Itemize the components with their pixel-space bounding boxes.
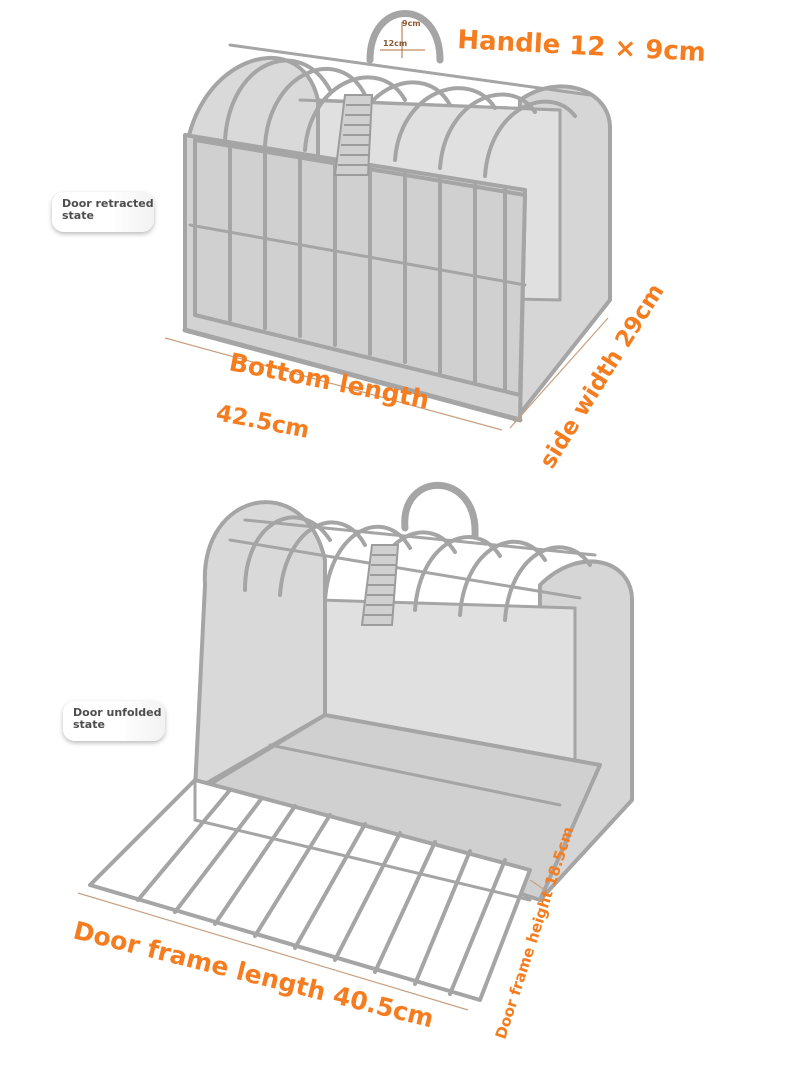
handle-bottom xyxy=(401,481,479,539)
door-retracted-tag-line2: state xyxy=(62,209,94,222)
side-width-line xyxy=(509,317,609,429)
door-retracted-tag-line1: Door retracted xyxy=(62,197,154,210)
handle-dimension-marks xyxy=(380,22,425,58)
handle xyxy=(366,10,444,64)
door-length-line xyxy=(77,892,469,1011)
bottom-length-value: 42.5cm xyxy=(214,400,312,444)
handle-height-value: 9cm xyxy=(402,19,421,28)
cage-door-retracted xyxy=(193,138,527,397)
door-unfolded-tag-line1: Door unfolded xyxy=(73,706,162,719)
door-height-line xyxy=(529,879,549,893)
handle-width-value: 12cm xyxy=(383,39,407,48)
door-unfolded-tag-line2: state xyxy=(73,718,105,731)
door-retracted-tag: Door retracted state xyxy=(52,192,154,232)
ladder-top xyxy=(333,94,374,176)
cage2-left-arch xyxy=(193,500,327,792)
bottom-length-line xyxy=(164,337,503,431)
ladder-bottom xyxy=(360,544,400,626)
handle-dimension-label: Handle 12 × 9cm xyxy=(457,25,707,68)
door-unfolded-tag: Door unfolded state xyxy=(63,701,165,741)
cage2-door-unfolded xyxy=(88,778,532,1002)
